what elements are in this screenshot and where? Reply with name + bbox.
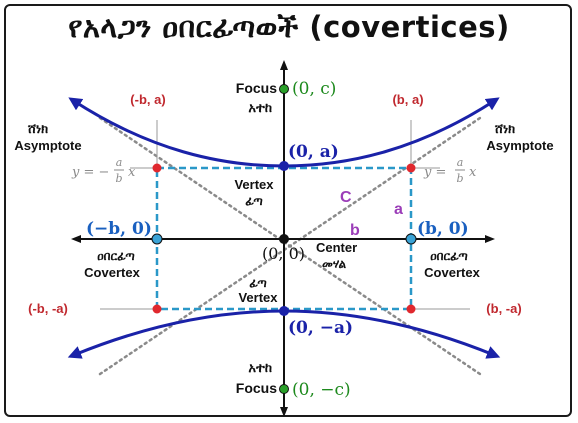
eq-right-denominator: b — [456, 172, 463, 185]
eq-right-numerator: a — [457, 156, 464, 169]
page-title: የአላጋን ዐበርፊጣወች (covertices) — [68, 10, 510, 44]
vertex-top-amharic: ፊጣ — [245, 194, 263, 208]
eq-left-denominator: b — [115, 172, 122, 185]
covertex-right-amharic: ዐበርፊጣ — [430, 249, 468, 263]
asymptote-right-amharic: ሸነክ — [494, 122, 515, 137]
asymptote-right-word: Asymptote — [486, 138, 553, 153]
center-word: Center — [316, 240, 357, 255]
diagram-frame — [4, 4, 572, 417]
vertex-bottom-word: Vertex — [238, 290, 278, 305]
focus-top-coordinate: (0, c) — [292, 79, 336, 99]
vertex-top-coordinate: (0, a) — [288, 142, 339, 162]
corner-label-top-right: (b, a) — [392, 92, 423, 107]
eq-right-x: x — [469, 165, 477, 180]
vertex-top-word: Vertex — [234, 177, 274, 192]
corner-label-bottom-left: (-b, -a) — [28, 301, 68, 316]
corner-point-bottom-right — [406, 304, 416, 314]
vertex-bottom-amharic: ፊጣ — [249, 276, 267, 290]
covertex-right-coordinate: (b, 0) — [417, 219, 469, 239]
center-point — [279, 234, 289, 244]
corner-point-top-right — [406, 163, 416, 173]
asymptote-equation-left: y = − a b x — [71, 156, 136, 185]
focus-top-word: Focus — [236, 80, 277, 96]
focus-bottom-amharic: አተከ — [248, 361, 272, 376]
eq-left-x: x — [128, 165, 136, 180]
covertex-left-word: Covertex — [84, 265, 140, 280]
corner-point-bottom-left — [152, 304, 162, 314]
vertex-point-top — [279, 161, 289, 171]
corner-point-top-left — [152, 163, 162, 173]
origin-coordinate: (0, 0) — [262, 244, 305, 263]
center-amharic: መሃል — [322, 257, 346, 271]
eq-left-prefix: y = − — [71, 165, 109, 180]
vertex-point-bottom — [279, 306, 289, 316]
covertex-right-word: Covertex — [424, 265, 480, 280]
vertex-bottom-coordinate: (0, −a) — [288, 318, 353, 338]
focus-point-top — [279, 84, 289, 94]
focus-bottom-coordinate: (0, −c) — [292, 380, 351, 400]
focus-point-bottom — [279, 384, 289, 394]
segment-label-b: b — [350, 222, 360, 239]
asymptote-left-amharic: ሸነክ — [27, 122, 48, 137]
corner-label-bottom-right: (b, -a) — [486, 301, 521, 316]
eq-right-prefix: y = — [423, 165, 446, 180]
segment-label-c: C — [340, 189, 352, 206]
asymptote-left-word: Asymptote — [14, 138, 81, 153]
segment-label-a: a — [394, 201, 403, 218]
focus-bottom-word: Focus — [236, 380, 277, 396]
asymptote-negative-slope — [98, 116, 482, 376]
covertex-left-coordinate: (−b, 0) — [86, 219, 152, 239]
focus-top-amharic: አተከ — [248, 101, 272, 116]
asymptote-equation-right: y = a b x — [423, 156, 477, 185]
covertex-left-amharic: ዐበርፊጣ — [97, 249, 135, 263]
covertex-point-right — [405, 233, 417, 245]
eq-left-numerator: a — [116, 156, 123, 169]
corner-label-top-left: (-b, a) — [130, 92, 165, 107]
covertex-point-left — [151, 233, 163, 245]
